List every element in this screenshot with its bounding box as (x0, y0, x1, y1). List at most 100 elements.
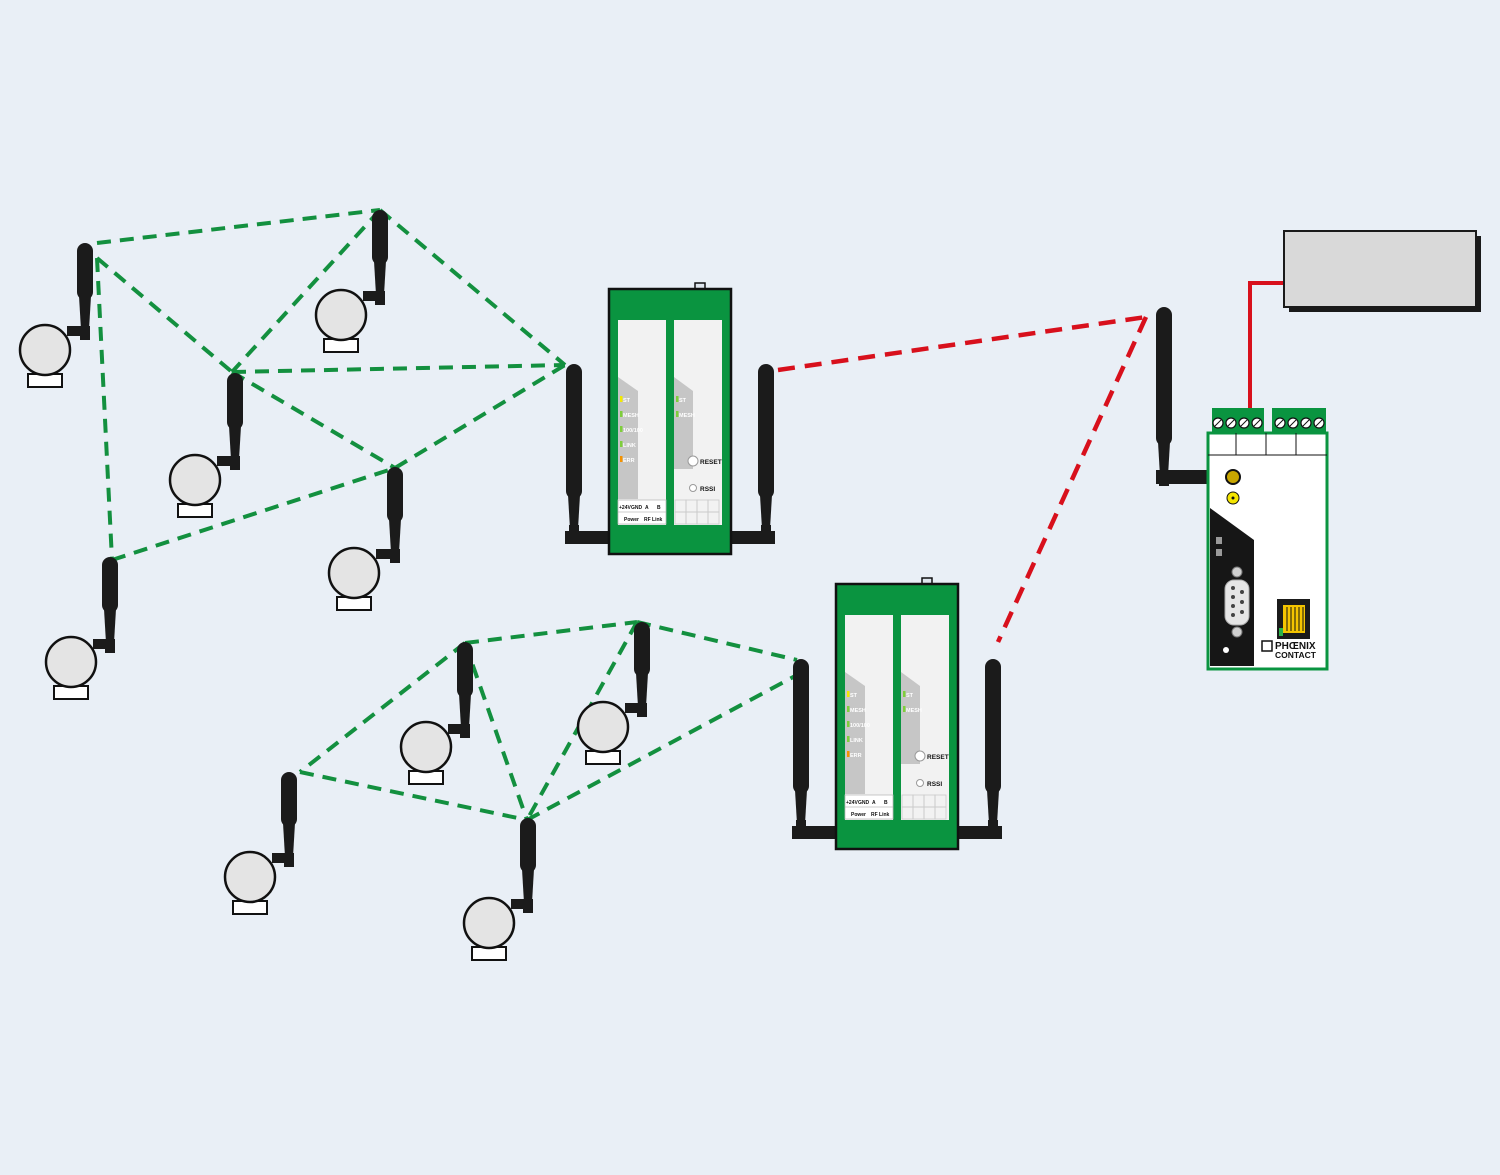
sensor-body (462, 896, 516, 950)
brand-name-second-line: CONTACT (1275, 650, 1317, 660)
connector-pin (1231, 613, 1235, 617)
status-led (620, 396, 623, 402)
antenna-joint (760, 495, 772, 529)
status-led (847, 721, 850, 727)
antenna-icon (387, 467, 403, 563)
led-label: MESH (850, 708, 866, 714)
antenna-rod (1156, 307, 1172, 446)
antenna-icon (227, 373, 243, 470)
connector-pin (1231, 604, 1235, 608)
link-led (1279, 628, 1283, 636)
antenna-joint (522, 869, 534, 903)
dip-switch (1216, 549, 1222, 556)
dip-switch (1216, 537, 1222, 544)
terminal-label: A (645, 505, 649, 511)
terminal-cell (934, 806, 947, 820)
connector-screw (1231, 566, 1243, 578)
antenna-joint (987, 790, 999, 824)
rssi-indicator (689, 484, 697, 492)
sensor-node-icon (327, 467, 403, 611)
antenna-joint (104, 609, 116, 643)
reset-button[interactable] (687, 455, 699, 467)
radio-backbone-link (995, 316, 1149, 643)
terminal-group-label: RF Link (871, 812, 890, 818)
sensor-mount-arm (217, 456, 239, 466)
network-links (95, 208, 1149, 822)
antenna-rod (457, 642, 473, 698)
label-strip (901, 672, 920, 764)
screw-slot (1315, 419, 1323, 427)
led-label: 100/100 (623, 428, 643, 434)
label-strip (845, 672, 865, 794)
status-led (847, 706, 850, 712)
antenna-icon (520, 818, 536, 913)
screw-slot (1289, 419, 1297, 427)
antenna-icon (372, 210, 388, 305)
mesh-link (298, 641, 467, 774)
antenna-icon (985, 659, 1001, 834)
rj45-contacts (1283, 605, 1305, 633)
antenna-rod (102, 557, 118, 613)
mesh-link (96, 208, 381, 245)
mesh-link (463, 642, 529, 821)
mesh-link (393, 363, 567, 470)
network-nodes (18, 210, 650, 961)
antenna-icon (457, 642, 473, 738)
data-cable (1248, 281, 1285, 410)
terminal-group-label: Power (624, 517, 639, 523)
sensor-node-icon (18, 243, 93, 388)
sensor-mount-arm (625, 703, 646, 713)
status-led (903, 706, 906, 712)
antenna-mount (792, 826, 836, 839)
brand-logo-icon (1261, 640, 1273, 652)
reset-label: RESET (927, 754, 949, 761)
sensor-body (576, 700, 630, 754)
label-strip (618, 377, 638, 499)
sensor-node-icon (399, 642, 473, 785)
screw-slot (1240, 419, 1248, 427)
screw-slot (1214, 419, 1222, 427)
sensor-mount-arm (67, 326, 89, 336)
sensor-mount-arm (376, 549, 399, 559)
antenna-rod (985, 659, 1001, 794)
rssi-label: RSSI (700, 486, 715, 493)
antenna-joint (283, 823, 295, 857)
antenna-icon (758, 364, 774, 539)
terminal-label: GND (858, 800, 870, 806)
rssi-label: RSSI (927, 781, 942, 788)
rssi-indicator (916, 779, 924, 787)
connector-pin (1240, 600, 1244, 604)
led-label: ST (679, 398, 687, 404)
led-label: 100/100 (850, 723, 870, 729)
led-label: ST (850, 693, 858, 699)
antenna-rod (520, 818, 536, 873)
antenna-icon (102, 557, 118, 653)
sensor-node-icon (576, 622, 650, 765)
led-label: ST (623, 398, 631, 404)
antenna-rod (758, 364, 774, 499)
host-computer-icon (1283, 230, 1477, 308)
reset-button[interactable] (914, 750, 926, 762)
status-led-dot (1231, 496, 1235, 500)
antenna-rod (634, 622, 650, 677)
connector-pin (1240, 590, 1244, 594)
antenna-icon (281, 772, 297, 867)
connector-screw (1231, 626, 1243, 638)
antenna-rod (281, 772, 297, 827)
antenna-joint (229, 426, 241, 460)
sensor-mount-arm (363, 291, 384, 301)
status-led (847, 751, 850, 757)
reset-label: RESET (700, 459, 722, 466)
sensor-body (44, 635, 98, 689)
antenna-joint (374, 261, 386, 295)
antenna-icon (77, 243, 93, 340)
mesh-link (636, 620, 798, 662)
terminal-label: GND (631, 505, 643, 511)
terminal-label: +24V (619, 505, 631, 511)
mesh-link (464, 620, 638, 645)
